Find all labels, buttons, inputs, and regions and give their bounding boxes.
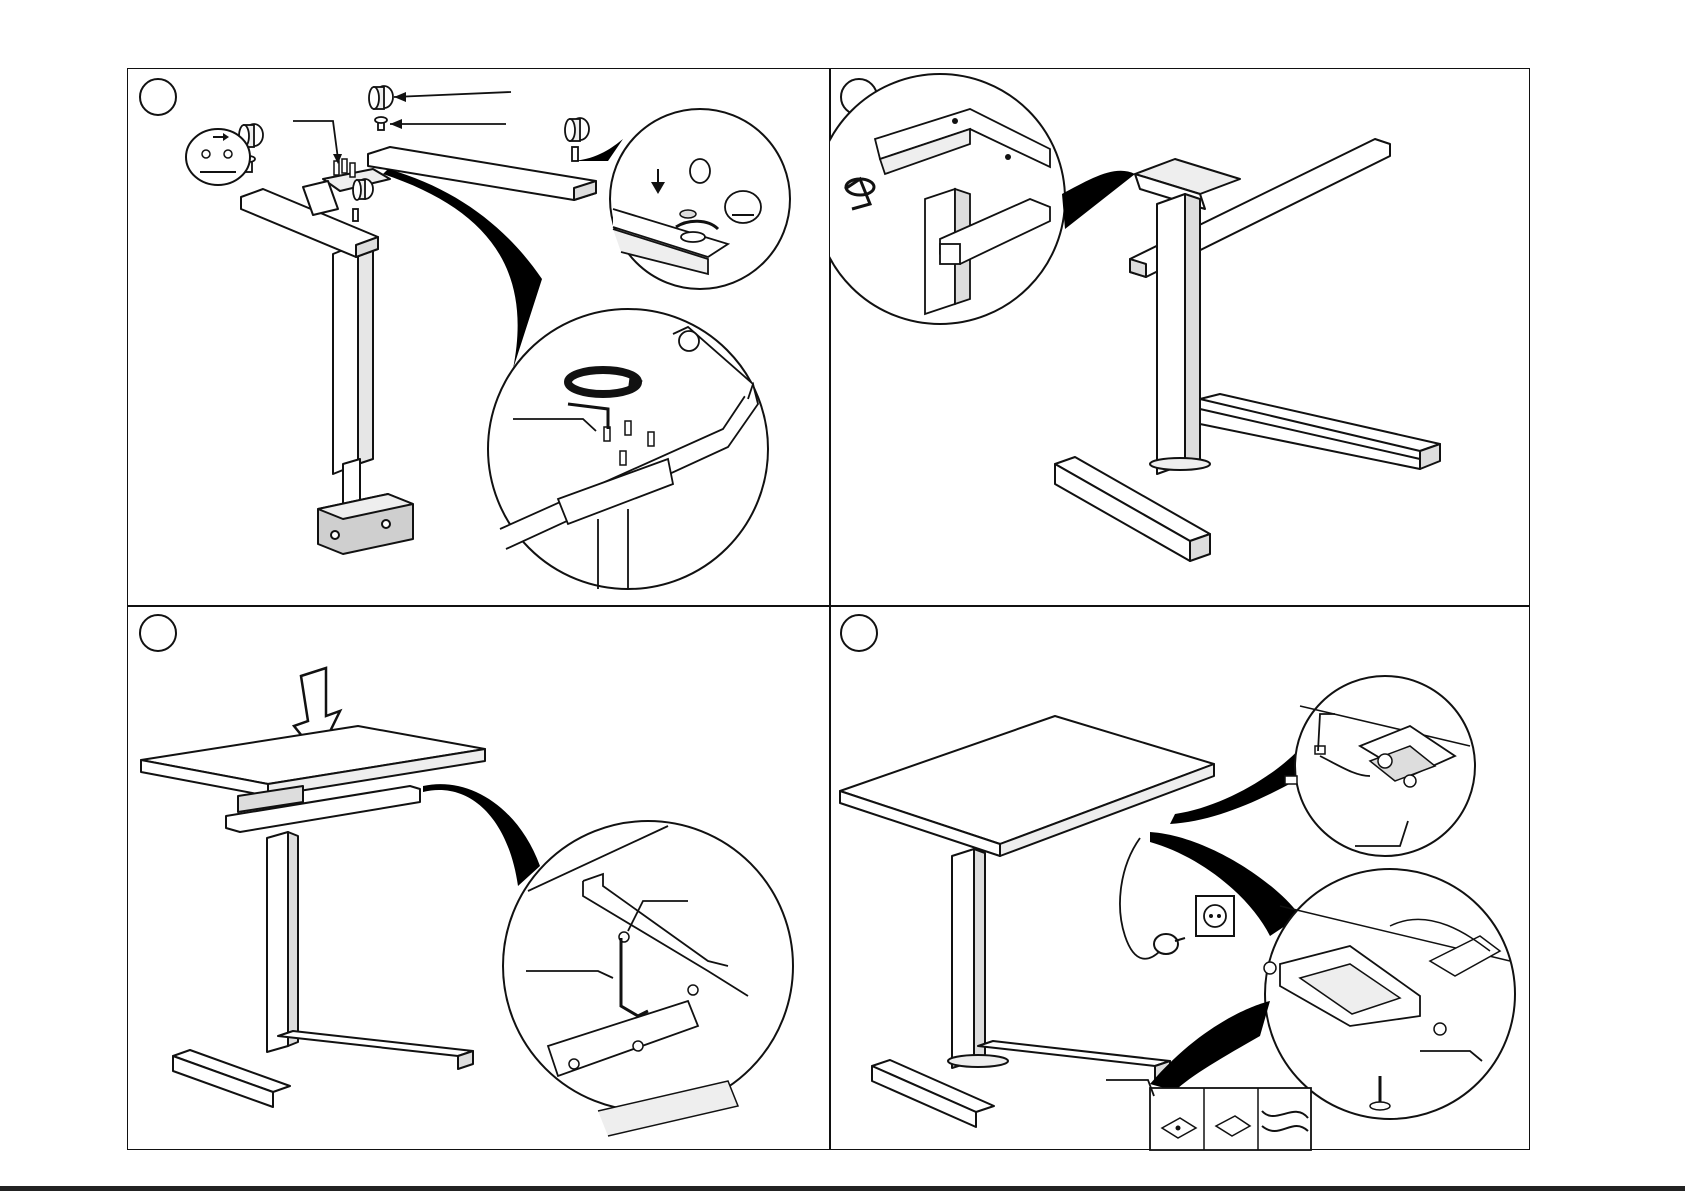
- detail-circle-cap: [610, 109, 790, 289]
- arrow-to-cap: [394, 92, 511, 97]
- step-2-illustration: [830, 69, 1531, 605]
- detail-circle-frame: [830, 74, 1065, 324]
- step-1-illustration: [128, 69, 829, 605]
- cap-icon: [353, 179, 373, 221]
- warning-sticker-icon: [186, 129, 250, 185]
- cable-clip: [1285, 776, 1297, 784]
- detail-circle-control-box: [1264, 869, 1515, 1119]
- detail-circle-screw: [503, 821, 793, 1136]
- detail-callout-pointer: [383, 169, 542, 369]
- screw-icon: [1264, 962, 1276, 974]
- assembled-leg-frame: [1055, 139, 1440, 561]
- step-2-panel: [830, 69, 1531, 605]
- step-4-panel: [830, 606, 1531, 1151]
- housing-screw: [331, 531, 339, 539]
- leader-line-screws: [293, 121, 338, 159]
- page-bottom-rule: [0, 1186, 1685, 1191]
- detail-circle-cable-clip: [1285, 676, 1475, 856]
- screw-icon: [1404, 775, 1416, 787]
- screw-icon: [1378, 754, 1392, 768]
- step-3-panel: [128, 606, 829, 1151]
- power-socket-icon: [1196, 896, 1234, 936]
- screw-icon: [1434, 1023, 1446, 1035]
- detail-circle-plate: [488, 309, 768, 589]
- cap-icon: [565, 118, 589, 161]
- step-3-illustration: [128, 606, 829, 1151]
- cable-clip: [1315, 746, 1325, 754]
- detail-callout-pointer: [1150, 1001, 1270, 1091]
- leg-frame: [173, 786, 473, 1107]
- step-4-illustration: [830, 606, 1531, 1151]
- leg-column-side: [358, 244, 373, 464]
- leg-column-front: [333, 244, 358, 474]
- assembled-table: [840, 716, 1214, 1127]
- cable-management-strip: [1106, 1080, 1311, 1150]
- step-1-panel: [128, 69, 829, 605]
- cap-icon: [369, 86, 393, 130]
- detail-callout-pointer: [423, 784, 540, 886]
- power-plug-icon: [1154, 934, 1185, 954]
- instruction-grid: [127, 68, 1530, 1150]
- detail-callout-pointer: [1062, 171, 1135, 229]
